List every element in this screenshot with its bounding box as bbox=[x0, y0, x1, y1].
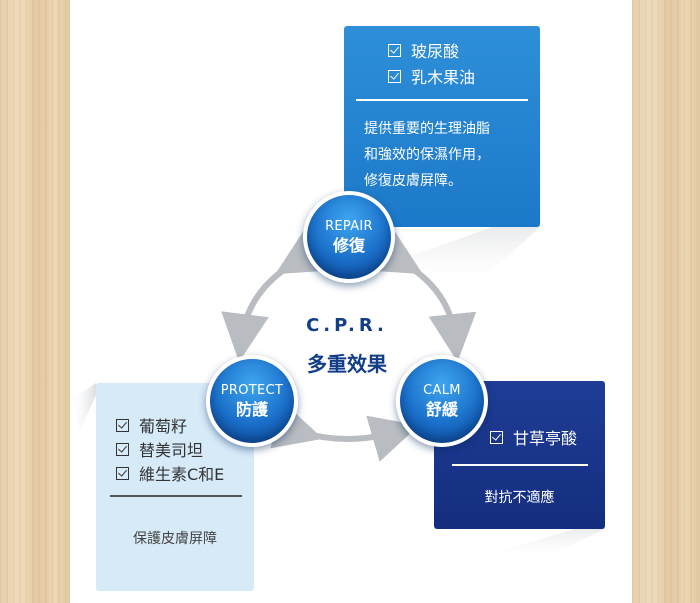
protect-node-zh: 防護 bbox=[235, 400, 268, 419]
repair-description: 提供重要的生理油脂 和強效的保濕作用， 修復皮膚屏障。 bbox=[364, 116, 490, 194]
repair-node-en: REPAIR bbox=[325, 219, 373, 234]
calm-box-shadow bbox=[470, 520, 605, 560]
repair-description-line-2: 和強效的保濕作用， bbox=[364, 147, 490, 163]
calm-node-en: CALM bbox=[423, 383, 461, 398]
calm-node: CALM 舒緩 bbox=[396, 355, 488, 447]
wood-panel-left bbox=[0, 0, 70, 603]
center-title: C.P.R. bbox=[306, 315, 388, 336]
repair-item-1-label: 玻尿酸 bbox=[411, 42, 460, 61]
checkbox-icon bbox=[116, 466, 129, 480]
protect-item-2: 替美司坦 bbox=[116, 437, 203, 461]
protect-node: PROTECT 防護 bbox=[206, 355, 298, 447]
divider-line bbox=[110, 495, 242, 497]
checkbox-icon bbox=[116, 418, 129, 432]
checkbox-icon bbox=[116, 442, 129, 456]
repair-item-2-label: 乳木果油 bbox=[411, 68, 476, 87]
checkbox-icon bbox=[388, 69, 401, 83]
protect-item-3-label: 維生素C和E bbox=[139, 465, 225, 484]
arrow-repair-calm bbox=[369, 229, 477, 362]
wood-panel-right bbox=[632, 0, 700, 603]
repair-item-2: 乳木果油 bbox=[388, 64, 475, 88]
repair-node: REPAIR 修復 bbox=[303, 191, 395, 283]
protect-item-3: 維生素C和E bbox=[116, 461, 224, 485]
repair-ingredients-box: 玻尿酸 乳木果油 提供重要的生理油脂 和強效的保濕作用， 修復皮膚屏障。 bbox=[344, 26, 540, 227]
arrow-protect-calm bbox=[270, 402, 420, 462]
calm-item-1: 甘草亭酸 bbox=[490, 425, 577, 449]
protect-item-2-label: 替美司坦 bbox=[139, 441, 204, 460]
divider-line bbox=[356, 99, 528, 101]
calm-node-zh: 舒緩 bbox=[425, 400, 458, 419]
calm-item-1-label: 甘草亭酸 bbox=[513, 429, 578, 448]
repair-description-line-3: 修復皮膚屏障。 bbox=[364, 173, 462, 189]
protect-item-1-label: 葡萄籽 bbox=[139, 417, 188, 436]
protect-item-1: 葡萄籽 bbox=[116, 413, 187, 437]
divider-line bbox=[452, 464, 588, 466]
checkbox-icon bbox=[388, 43, 401, 57]
arrow-repair-protect bbox=[221, 229, 329, 362]
center-subtitle: 多重效果 bbox=[307, 352, 387, 376]
protect-description: 保護皮膚屏障 bbox=[133, 531, 217, 547]
repair-item-1: 玻尿酸 bbox=[388, 38, 459, 62]
repair-description-line-1: 提供重要的生理油脂 bbox=[364, 121, 490, 137]
calm-description: 對抗不適應 bbox=[484, 490, 555, 506]
checkbox-icon bbox=[490, 430, 503, 444]
protect-box-shadow bbox=[70, 383, 96, 430]
protect-node-en: PROTECT bbox=[220, 383, 284, 398]
repair-node-zh: 修復 bbox=[332, 236, 365, 255]
